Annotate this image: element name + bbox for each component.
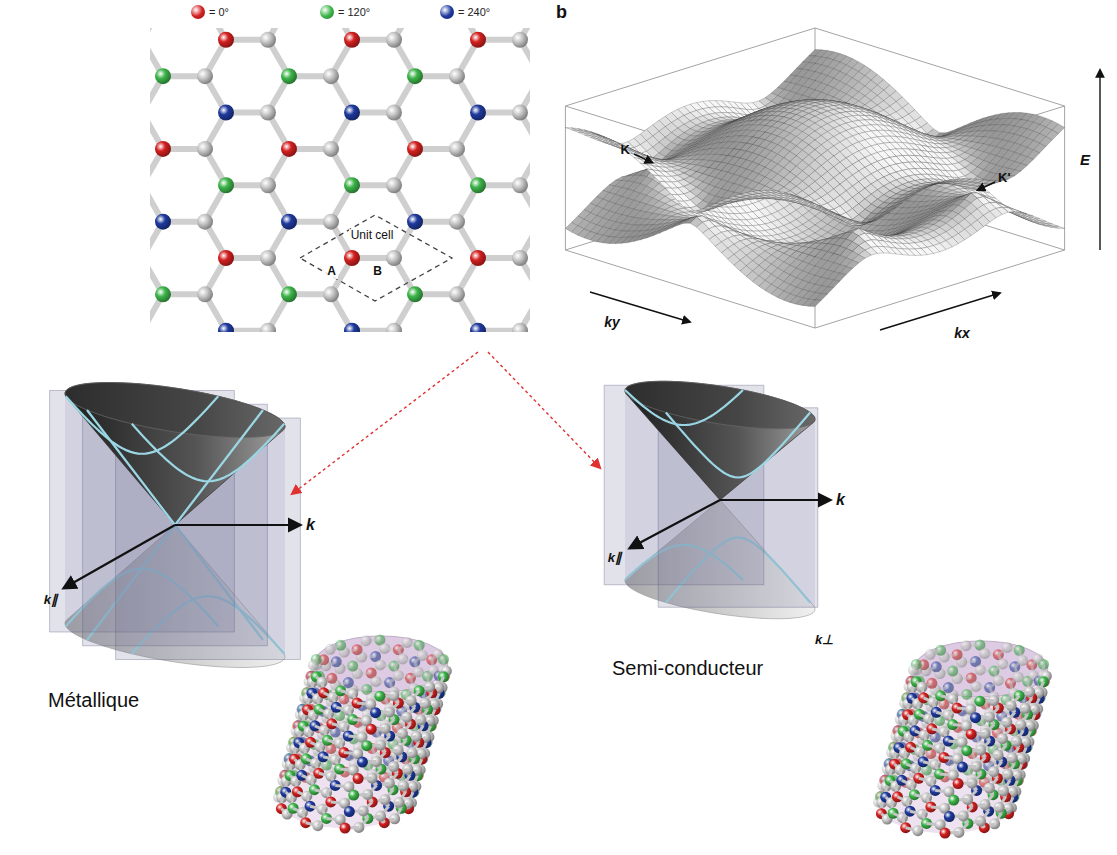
atom	[386, 323, 402, 339]
bond	[457, 331, 478, 367]
atom	[533, 68, 549, 84]
atom	[218, 323, 234, 339]
bond	[520, 331, 541, 367]
bond	[331, 331, 352, 367]
atom	[470, 177, 486, 193]
atom	[260, 32, 276, 48]
atom	[134, 250, 150, 266]
atom	[386, 177, 402, 193]
atom	[134, 32, 150, 48]
atom	[281, 286, 297, 302]
atom	[533, 286, 549, 302]
atom	[197, 141, 213, 157]
atom	[281, 0, 297, 11]
bond	[205, 331, 226, 367]
atom	[533, 359, 549, 375]
atom	[281, 359, 297, 375]
atom	[386, 250, 402, 266]
atom	[281, 214, 297, 230]
atom	[260, 250, 276, 266]
atom	[155, 68, 171, 84]
atom	[512, 105, 528, 121]
atom	[155, 141, 171, 157]
atom	[512, 177, 528, 193]
atom	[260, 105, 276, 121]
bond	[457, 0, 478, 3]
atom	[218, 177, 234, 193]
bond	[268, 0, 289, 3]
atom	[470, 250, 486, 266]
atom	[407, 286, 423, 302]
atom	[344, 32, 360, 48]
atom	[344, 177, 360, 193]
bond	[142, 331, 163, 367]
atom	[281, 141, 297, 157]
atom	[449, 286, 465, 302]
bond	[142, 0, 163, 3]
atom	[134, 105, 150, 121]
bond	[394, 0, 415, 3]
atom	[344, 105, 360, 121]
atom	[260, 177, 276, 193]
atom	[323, 141, 339, 157]
bond	[268, 331, 289, 367]
atom	[155, 286, 171, 302]
atom	[407, 359, 423, 375]
atom	[155, 359, 171, 375]
atom	[197, 214, 213, 230]
atom	[470, 323, 486, 339]
atom	[155, 0, 171, 11]
band-structure	[565, 28, 1064, 328]
atom	[386, 105, 402, 121]
atom	[407, 68, 423, 84]
atom	[470, 32, 486, 48]
atom	[197, 359, 213, 375]
atom	[470, 105, 486, 121]
bond	[205, 0, 226, 3]
atom	[407, 214, 423, 230]
atom	[218, 250, 234, 266]
atom	[218, 32, 234, 48]
atom	[323, 214, 339, 230]
atom	[512, 32, 528, 48]
atom	[323, 286, 339, 302]
atom	[281, 68, 297, 84]
atom	[533, 141, 549, 157]
atom	[533, 214, 549, 230]
atom	[323, 359, 339, 375]
atom	[512, 250, 528, 266]
atom	[323, 68, 339, 84]
atom	[344, 323, 360, 339]
atom	[449, 214, 465, 230]
atom	[407, 0, 423, 11]
atom	[197, 68, 213, 84]
atom	[260, 323, 276, 339]
atom	[155, 214, 171, 230]
graphene-lattice	[134, 0, 549, 375]
atom	[218, 105, 234, 121]
atom	[533, 0, 549, 11]
bond	[520, 0, 541, 3]
atom	[344, 250, 360, 266]
atom	[134, 323, 150, 339]
atom	[449, 359, 465, 375]
atom	[134, 177, 150, 193]
bond	[331, 0, 352, 3]
bond	[142, 3, 163, 39]
atom	[407, 141, 423, 157]
atom	[449, 68, 465, 84]
atom	[449, 141, 465, 157]
atom	[512, 323, 528, 339]
atom	[386, 32, 402, 48]
bond	[394, 331, 415, 367]
atom	[197, 286, 213, 302]
